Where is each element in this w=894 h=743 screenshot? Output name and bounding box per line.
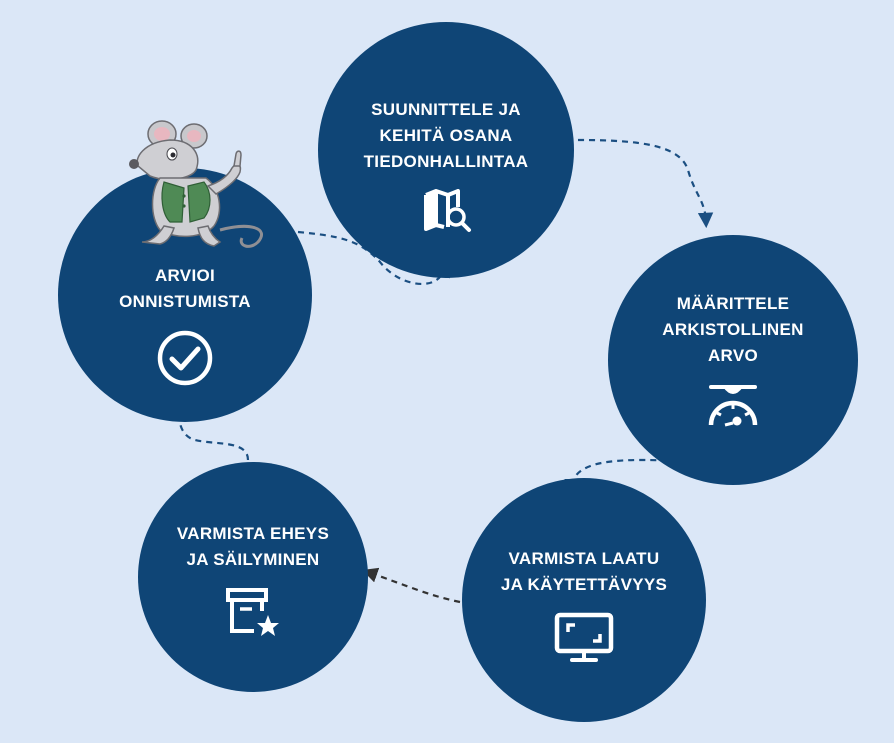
step-evaluate-label: ARVIOI ONNISTUMISTA [119, 266, 251, 311]
step-define-circle: MÄÄRITTELE ARKISTOLLINEN ARVO [608, 235, 858, 485]
map-search-icon [424, 189, 471, 232]
step-define-label: MÄÄRITTELE ARKISTOLLINEN ARVO [662, 294, 804, 365]
step-plan-circle: SUUNNITTELE JA KEHITÄ OSANA TIEDONHALLIN… [318, 22, 574, 278]
check-circle-icon [157, 330, 213, 386]
step-integrity-circle: VARMISTA EHEYS JA SÄILYMINEN [138, 462, 368, 692]
arrow-evaluate-to-plan [297, 230, 451, 285]
archive-star-icon [226, 588, 279, 636]
scale-gauge-icon [708, 385, 758, 427]
arrow-quality-to-integrity [362, 567, 461, 604]
step-plan-label: SUUNNITTELE JA KEHITÄ OSANA TIEDONHALLIN… [363, 100, 529, 171]
monitor-icon [554, 612, 614, 662]
step-integrity-label: VARMISTA EHEYS JA SÄILYMINEN [176, 524, 330, 569]
arrow-plan-to-define [577, 138, 714, 229]
step-quality-circle: VARMISTA LAATU JA KÄYTETTÄVYYS [462, 478, 706, 722]
step-quality-label: VARMISTA LAATU JA KÄYTETTÄVYYS [500, 549, 668, 594]
mouse-mascot [129, 120, 263, 248]
